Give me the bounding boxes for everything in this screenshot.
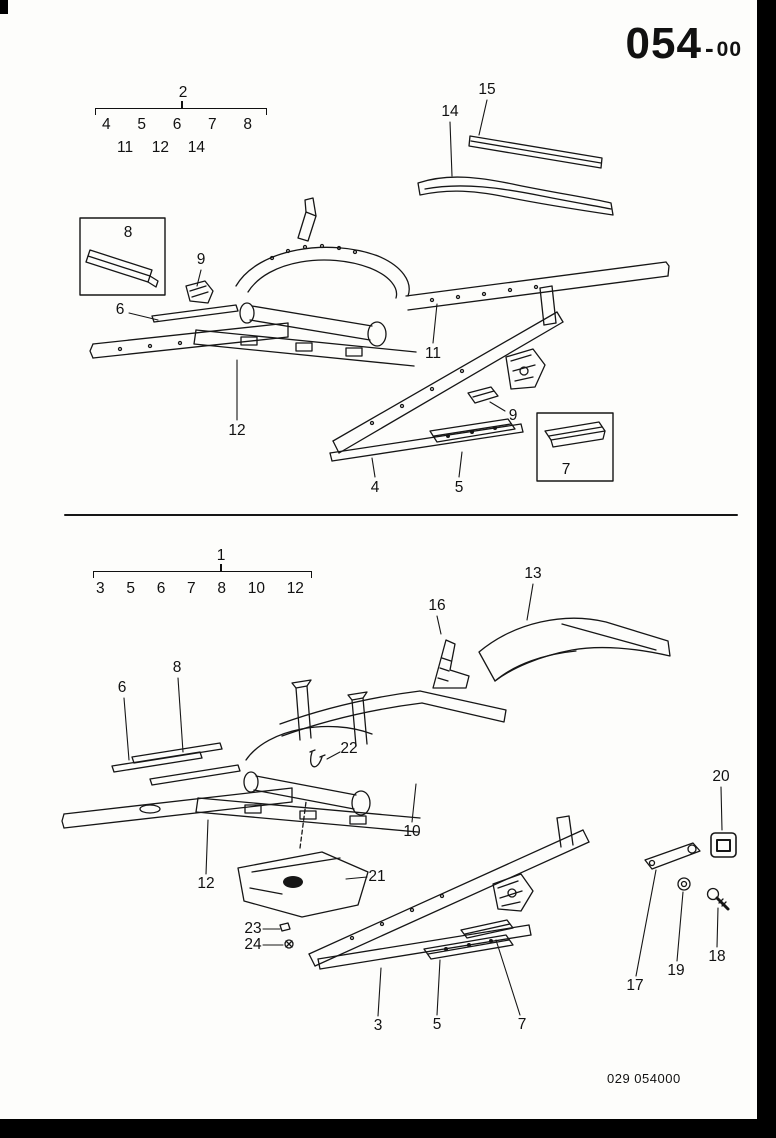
corner-mark	[0, 0, 8, 14]
top-group-row2: 11 12 14	[117, 139, 205, 157]
page-code: 054 - 00	[625, 19, 742, 68]
callout-7: 7	[517, 1016, 527, 1033]
callout-8: 8	[172, 659, 182, 676]
top-group-label: 2	[178, 84, 188, 101]
callout-12: 12	[228, 422, 246, 439]
top-frame-drawing	[79, 135, 670, 482]
callout-22: 22	[340, 740, 358, 757]
fiche-code: 029 054000	[607, 1071, 681, 1086]
group-item: 8	[243, 116, 252, 133]
callout-9-right: 9	[508, 407, 518, 424]
callout-4: 4	[370, 479, 380, 496]
group-item: 6	[172, 116, 182, 133]
page-code-sub: 00	[716, 38, 742, 62]
group-item: 5	[126, 580, 135, 597]
bottom-group-row: 3 5 6 7 8 10 12	[96, 580, 304, 598]
group-item: 11	[117, 139, 134, 156]
callout-6: 6	[115, 301, 125, 318]
group-item: 8	[217, 580, 226, 597]
group-item: 4	[102, 116, 111, 133]
page-edge-bar-bottom	[0, 1119, 776, 1138]
group-item: 7	[208, 116, 217, 133]
callout-17: 17	[626, 977, 644, 994]
callout-21: 21	[368, 868, 386, 885]
bottom-group-label: 1	[216, 547, 226, 564]
group-item: 12	[286, 580, 304, 597]
top-group-bracket	[95, 108, 267, 115]
callout-15: 15	[478, 81, 496, 98]
page-code-main: 054	[625, 19, 702, 68]
page-edge-bar-right	[757, 0, 776, 1138]
group-item: 10	[247, 580, 265, 597]
group-item: 5	[137, 116, 146, 133]
group-item: 14	[187, 139, 205, 156]
callout-16: 16	[428, 597, 446, 614]
bottom-group-bracket	[93, 571, 312, 578]
group-item: 12	[151, 139, 170, 156]
bottom-group-tick	[220, 564, 222, 571]
callout-12: 12	[197, 875, 215, 892]
callout-24: 24	[244, 936, 262, 953]
callout-18: 18	[708, 948, 726, 965]
callout-5: 5	[432, 1016, 442, 1033]
bottom-frame-drawing	[61, 617, 737, 970]
leader-lines	[123, 99, 723, 1017]
callout-20: 20	[712, 768, 730, 785]
page-code-dash: -	[704, 32, 714, 63]
top-group-row1: 4 5 6 7 8	[102, 116, 252, 134]
callout-14: 14	[441, 103, 459, 120]
group-item: 7	[187, 580, 196, 597]
top-group-tick	[181, 101, 183, 108]
callout-23: 23	[244, 920, 262, 937]
callout-6: 6	[117, 679, 127, 696]
group-item: 3	[96, 580, 105, 597]
callout-10: 10	[403, 823, 421, 840]
callout-19: 19	[667, 962, 685, 979]
callout-11: 11	[424, 345, 442, 362]
callout-8-boxed: 8	[123, 224, 133, 241]
callout-13: 13	[524, 565, 542, 582]
callout-5: 5	[454, 479, 464, 496]
callout-9-left: 9	[196, 251, 206, 268]
group-item: 6	[156, 580, 166, 597]
callout-7-boxed: 7	[561, 461, 571, 478]
callout-3: 3	[373, 1017, 383, 1034]
